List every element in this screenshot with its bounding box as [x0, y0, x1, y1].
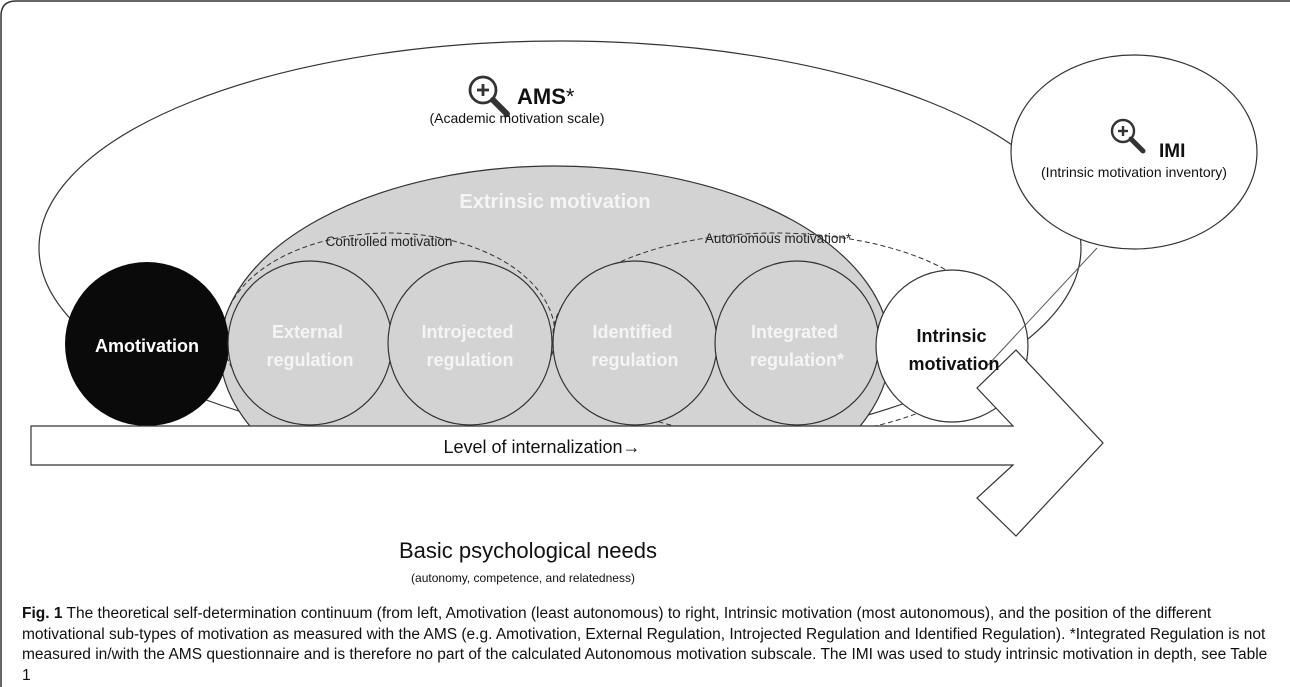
caption-text: The theoretical self-determination conti… — [22, 605, 1268, 684]
basic-needs-title: Basic psychological needs — [399, 538, 657, 563]
external-regulation-circle — [227, 260, 393, 426]
imi-title: IMI — [1159, 141, 1185, 162]
ams-subtitle: (Academic motivation scale) — [429, 110, 604, 126]
imi-ellipse — [1010, 54, 1258, 250]
amotivation-label: Amotivation — [95, 336, 199, 356]
integrated-regulation-circle — [714, 260, 880, 426]
imi-magnifier-icon — [1110, 118, 1146, 154]
intrinsic-motivation-label: Intrinsic motivation — [908, 326, 999, 374]
basic-needs-subtitle: (autonomy, competence, and relatedness) — [411, 571, 635, 585]
introjected-regulation-label: Introjected regulation — [421, 322, 518, 370]
controlled-motivation-label: Controlled motivation — [326, 234, 453, 249]
internalization-label: Level of internalization→ — [443, 437, 640, 457]
caption-label: Fig. 1 — [22, 605, 63, 622]
imi-connector-line — [987, 247, 1098, 366]
introjected-regulation-circle — [387, 260, 553, 426]
extrinsic-motivation-title: Extrinsic motivation — [459, 191, 650, 213]
amotivation-circle — [65, 262, 229, 426]
identified-regulation-circle — [552, 260, 718, 426]
autonomous-motivation-label: Autonomous motivation* — [705, 231, 852, 246]
identified-regulation-label: Identified regulation — [591, 322, 678, 370]
ams-star: * — [566, 84, 575, 109]
ams-title: AMS* — [517, 84, 575, 109]
external-regulation-label: External regulation — [266, 322, 353, 370]
imi-subtitle: (Intrinsic motivation inventory) — [1041, 164, 1227, 180]
ams-magnifier-icon — [468, 75, 510, 117]
integrated-regulation-label: Integrated regulation* — [750, 322, 844, 370]
internalization-arrow — [30, 349, 1104, 537]
figure-caption: Fig. 1 The theoretical self-determinatio… — [22, 604, 1272, 686]
